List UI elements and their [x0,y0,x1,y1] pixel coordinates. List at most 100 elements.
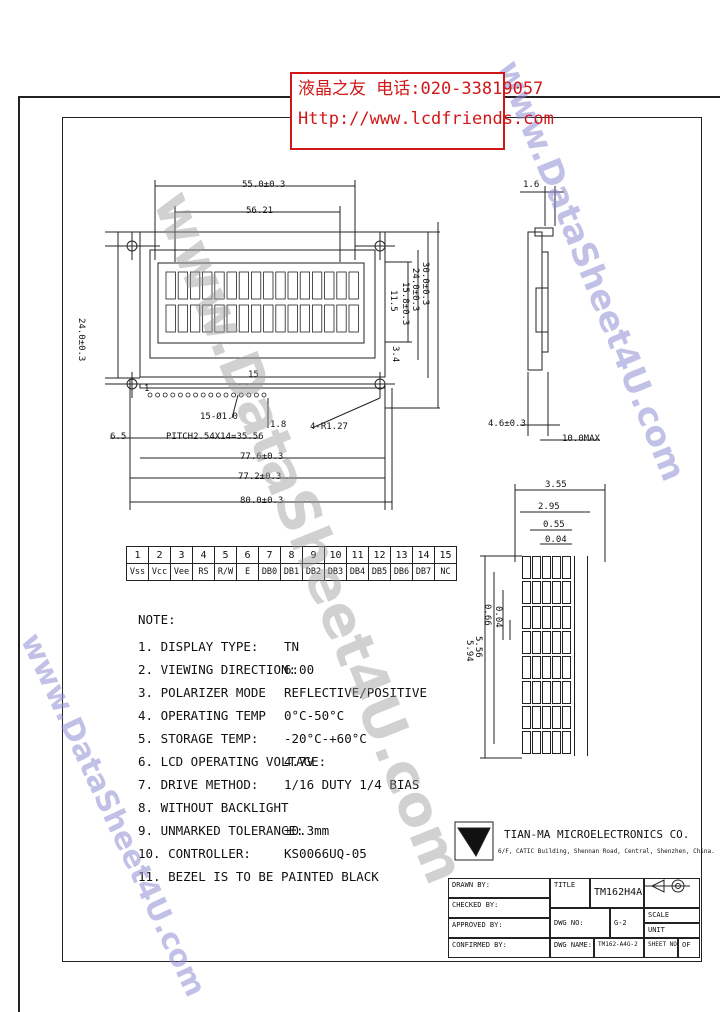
company-address: 6/F, CATIC Building, Shennan Road, Centr… [498,848,715,855]
note-item: 8. WITHOUT BACKLIGHT [138,796,427,819]
dim-d2: 77.2±0.3 [238,472,282,482]
char-pixel [532,606,541,629]
pin-hole [170,392,176,398]
dim-left-height: 24.0±0.3 [76,318,86,362]
char-pixel [522,731,531,754]
char-pixel [562,606,571,629]
lcd-char-cell [311,304,323,333]
pin-number-cell: 6 [236,546,259,564]
lcd-char-cell [165,304,176,333]
side-top-dim: 1.6 [523,180,540,190]
note-value: 1/16 DUTY 1/4 BIAS [284,777,420,792]
pin-number-cell: 13 [390,546,413,564]
note-item: 7. DRIVE METHOD:1/16 DUTY 1/4 BIAS [138,773,427,796]
lcd-char-cell [299,271,311,300]
char-h3: 0.66 [482,604,492,626]
company-name: TIAN-MA MICROELECTRONICS CO. [504,828,690,841]
char-pixel [542,556,551,579]
pin-name-cell: DB0 [258,563,281,581]
pin-name-cell: DB2 [302,563,325,581]
note-value: TN [284,639,300,654]
char-pixel [552,731,561,754]
char-pixel [562,656,571,679]
lcd-char-cell [263,304,274,333]
note-item: 2. VIEWING DIRECTION:6:00 [138,658,427,681]
pin-number-cell: 5 [214,546,237,564]
dim-r3: 24.0±0.3 [410,268,420,312]
note-label: 9. UNMARKED TOLERANCE: [138,823,304,838]
title-label: TITLE [550,878,590,908]
checked-by: CHECKED BY: [448,898,550,918]
char-pixel [552,556,561,579]
pin-hole [223,392,229,398]
char-w2: 2.95 [538,502,560,512]
char-pixel [522,681,531,704]
char-pixel [522,556,531,579]
char-pixel [552,631,561,654]
dim-small: 1.8 [270,420,287,430]
note-value: REFLECTIVE/POSITIVE [284,685,427,700]
note-value: ±0.3mm [284,823,330,838]
char-pixel [552,581,561,604]
char-pixel [542,681,551,704]
note-item: 9. UNMARKED TOLERANCE:±0.3mm [138,819,427,842]
approved-by: APPROVED BY: [448,918,550,938]
notes-title: NOTE: [138,612,176,627]
dwg-name-value: TM162-A4G-2 [594,938,644,958]
title-block: TIAN-MA MICROELECTRONICS CO. 6/F, CATIC … [448,818,715,960]
note-item: 11. BEZEL IS TO BE PAINTED BLACK [138,865,427,888]
side-pcb [541,251,549,353]
pin-hole [162,392,168,398]
lcd-char-cell [348,271,359,300]
lcd-char-cell [287,271,298,300]
dwg-no-label: DWG NO: [550,908,610,938]
dim-r4: 30.0±0.3 [420,262,430,306]
lcd-char-cell [275,304,286,333]
pin-name-cell: DB5 [368,563,391,581]
char-pixel [542,656,551,679]
pin-hole [208,392,214,398]
side-connector [535,287,549,333]
char-pixel [532,631,541,654]
lcd-char-cell [189,304,201,333]
pin-number-cell: 2 [148,546,171,564]
pin-name-cell: DB6 [390,563,413,581]
lcd-char-cell [226,271,237,300]
pin-number-cell: 14 [412,546,435,564]
contact-stamp: 液晶之友 电话:020-33819057 Http://www.lcdfrien… [290,72,554,150]
char-pixel [552,706,561,729]
lcd-char-cell [214,271,225,300]
pin-name-cell: NC [434,563,457,581]
side-right-dim: 10.0MAX [562,434,600,444]
pin-hole [246,392,252,398]
dim-view-width: 56.21 [246,206,274,216]
sheet-label: SHEET NO. [644,938,678,958]
dim-left-offset: 6.5 [110,432,127,442]
lcd-char-cell [202,271,213,300]
note-label: 8. WITHOUT BACKLIGHT [138,800,289,815]
lcd-char-cell [250,304,262,333]
note-item: 1. DISPLAY TYPE:TN [138,635,427,658]
note-label: 4. OPERATING TEMP [138,708,266,723]
side-bottom-dim: 4.6±0.3 [488,419,526,429]
char-detail [480,484,606,759]
dim-d1: 77.6±0.3 [240,452,284,462]
pin-hole [193,392,199,398]
lcd-char-cell [263,271,274,300]
char-pixel [562,581,571,604]
dim-r5: 3.4 [390,346,400,363]
title-value: TM162H4A [590,878,644,908]
char-pixel [522,606,531,629]
pin-number-cell: 1 [126,546,149,564]
pin-hole [177,392,183,398]
char-pixel [562,631,571,654]
lcd-char-cell [336,304,347,333]
lcd-char-cell [324,304,335,333]
lcd-char-cell [311,271,323,300]
dim-pin-dia: 15-Ø1.0 [200,412,238,422]
char-pixel [532,731,541,754]
